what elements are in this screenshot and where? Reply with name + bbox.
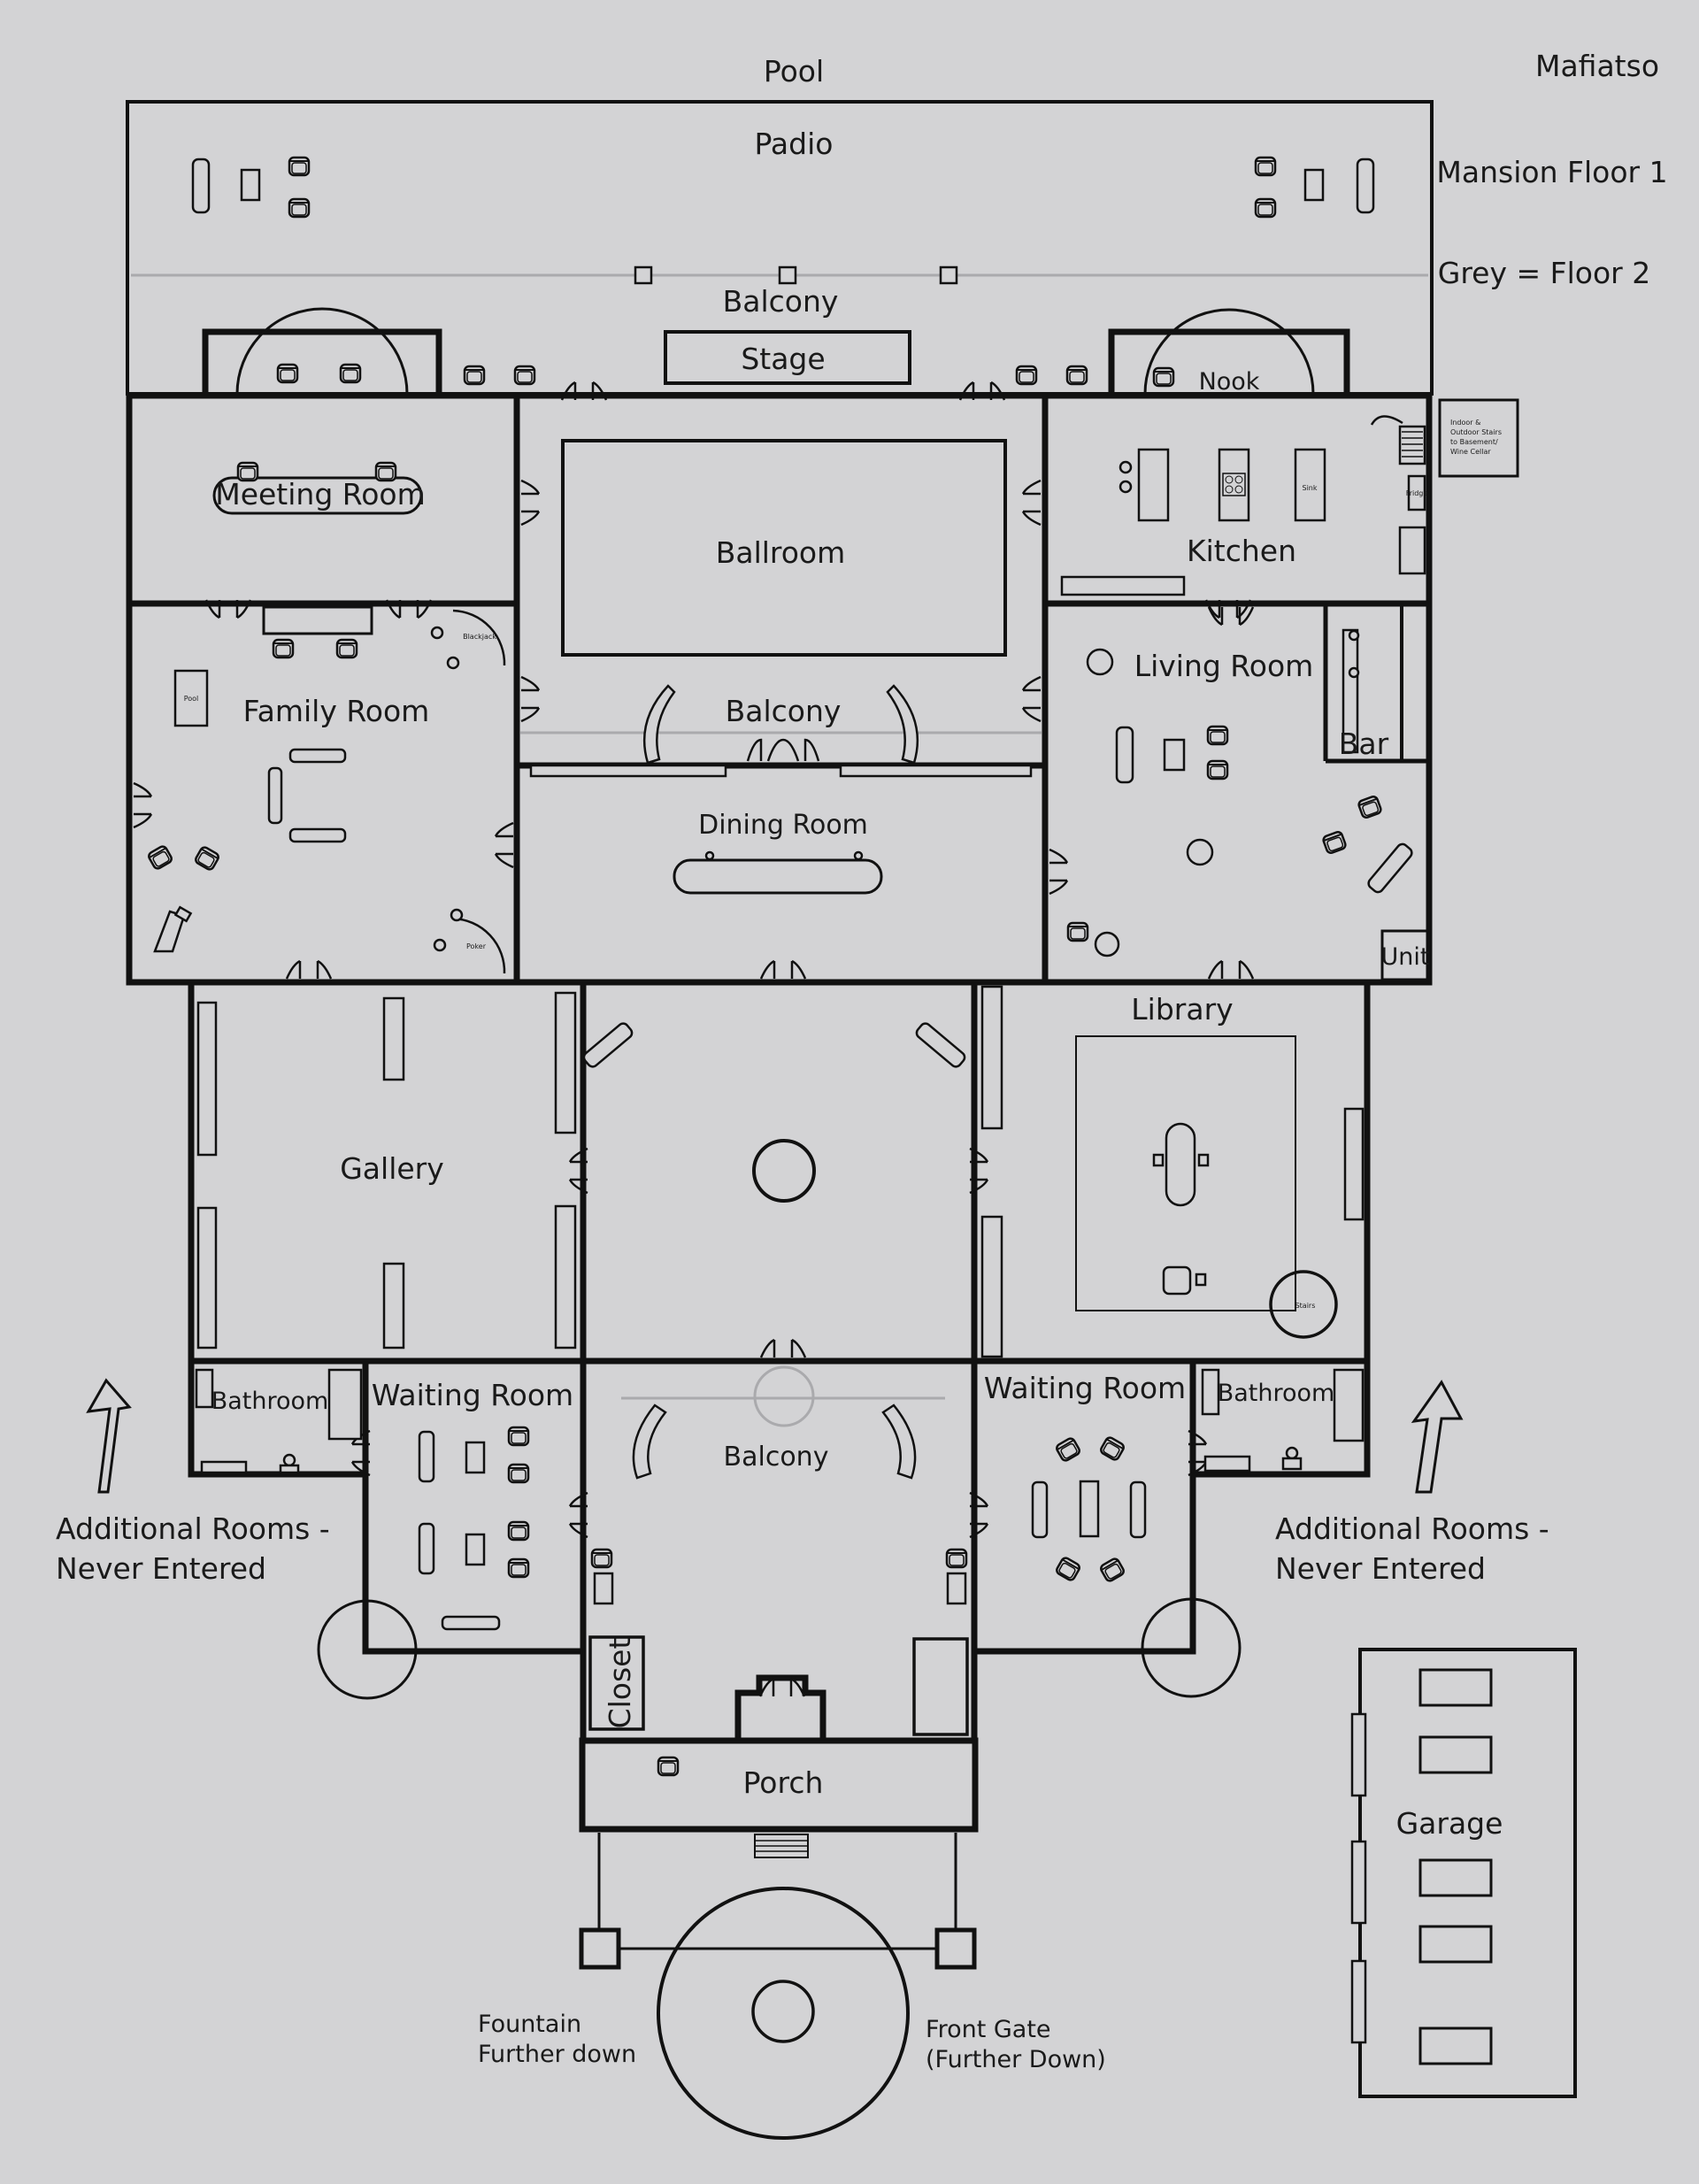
closet-label: Closet	[603, 1638, 637, 1729]
porch-label: Porch	[743, 1765, 824, 1800]
legend-label: Grey = Floor 2	[1438, 256, 1650, 290]
stage-label: Stage	[741, 342, 825, 376]
stairs-note-line-4: Wine Cellar	[1450, 448, 1491, 456]
ballroom-label: Ballroom	[716, 535, 846, 570]
porch-steps	[754, 1834, 809, 1858]
bathroom-right-label: Bathroom	[1218, 1380, 1335, 1407]
living-room-label: Living Room	[1134, 649, 1314, 683]
pool-label: Pool	[764, 54, 824, 88]
kitchen-label: Kitchen	[1187, 534, 1296, 568]
dining-room-label: Dining Room	[698, 810, 868, 841]
poker-label: Poker	[466, 942, 487, 950]
balcony-lower-label: Balcony	[724, 1442, 829, 1473]
waiting-room-left-label: Waiting Room	[372, 1378, 573, 1412]
stairs-note-line-2: Outdoor Stairs	[1450, 428, 1502, 436]
meeting-room-label: Meeting Room	[215, 477, 426, 511]
balcony-top-label: Balcony	[723, 284, 839, 319]
family-room-label: Family Room	[243, 694, 430, 728]
front-gate-line-1: Front Gate	[926, 2016, 1051, 2043]
meeting-room-table	[212, 461, 423, 515]
additional-left-line-1: Additional Rooms -	[56, 1511, 330, 1546]
bar-label: Bar	[1339, 727, 1389, 761]
balcony-mid-label: Balcony	[726, 694, 842, 728]
stairs-label: Stairs	[1295, 1302, 1316, 1310]
unit-label: Unit	[1381, 943, 1430, 971]
arrow-up-icon	[86, 1378, 132, 1494]
author-label: Mafiatso	[1535, 49, 1659, 83]
front-gate-line-2: (Further Down)	[926, 2046, 1106, 2073]
nook-label: Nook	[1199, 368, 1260, 396]
additional-left-line-2: Never Entered	[56, 1551, 266, 1586]
additional-right-line-1: Additional Rooms -	[1275, 1511, 1549, 1546]
stairs-note-line-1: Indoor &	[1450, 419, 1480, 427]
waiting-room-right-label: Waiting Room	[984, 1371, 1186, 1405]
plan-title: Mansion Floor 1	[1436, 155, 1667, 189]
arrow-up-icon	[1411, 1380, 1464, 1494]
sink-label: Sink	[1302, 484, 1317, 492]
padio-label: Padio	[755, 127, 834, 161]
fountain-line-1: Fountain	[478, 2011, 581, 2038]
fountain-line-2: Further down	[478, 2041, 636, 2068]
garage	[1350, 1648, 1577, 2098]
gallery-label: Gallery	[340, 1151, 444, 1186]
blackjack-label: Blackjack	[463, 633, 496, 641]
pool-table-label: Pool	[184, 695, 199, 703]
stairs-note-box: Indoor & Outdoor Stairs to Basement/ Win…	[1438, 398, 1519, 478]
bathroom-left-label: Bathroom	[211, 1388, 329, 1415]
stage	[664, 330, 911, 385]
stairs-note-line-3: to Basement/	[1450, 438, 1498, 446]
garage-label: Garage	[1396, 1806, 1503, 1841]
fridge-label: Fridge	[1406, 489, 1428, 497]
library-label: Library	[1131, 992, 1233, 1027]
additional-right-line-2: Never Entered	[1275, 1551, 1486, 1586]
